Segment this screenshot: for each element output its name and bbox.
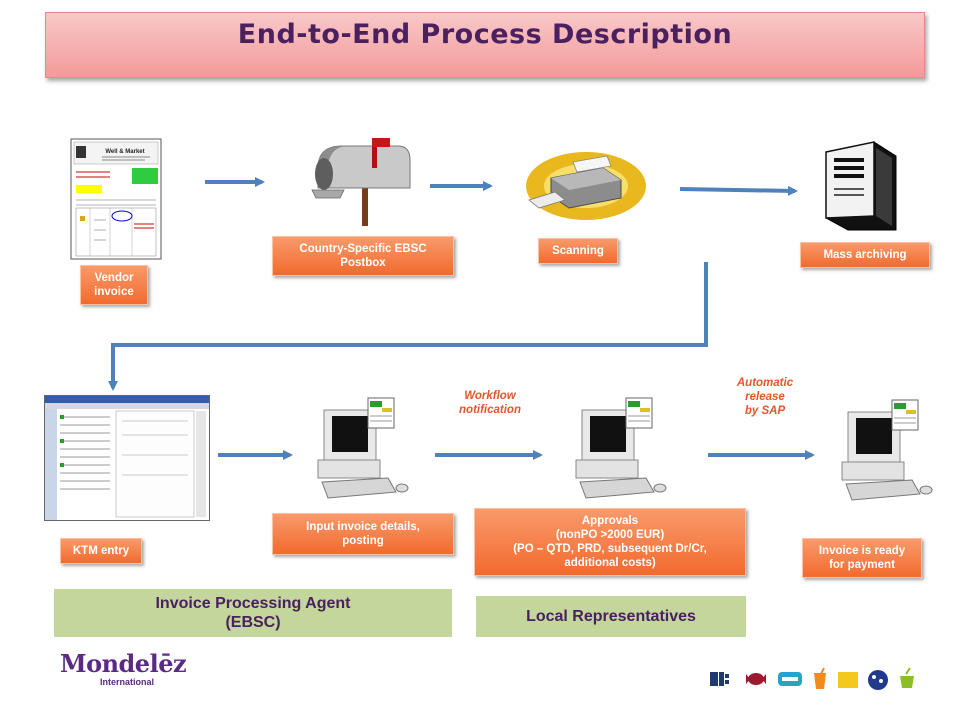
ktm-screen-image bbox=[44, 395, 210, 526]
cheese-icon bbox=[778, 672, 802, 686]
input-invoice-label: Input invoice details, posting bbox=[272, 513, 454, 555]
automatic-release-note: Automatic release by SAP bbox=[736, 377, 794, 417]
title-banner: End-to-End Process Description bbox=[45, 12, 925, 78]
biscuit-icon bbox=[710, 672, 729, 686]
computer-approvals-icon bbox=[575, 396, 672, 507]
scanner-icon bbox=[525, 150, 647, 227]
cup-icon bbox=[900, 667, 914, 688]
computer-payment-icon bbox=[841, 398, 938, 509]
workflow-notification-note: Workflow notification bbox=[459, 390, 521, 416]
vendor-invoice-document: Well & Market bbox=[70, 138, 162, 265]
arrow-scanning-to-archive bbox=[679, 185, 798, 196]
invoice-ready-label: Invoice is ready for payment bbox=[802, 538, 922, 578]
server-icon bbox=[820, 140, 902, 237]
mondelez-logo: Mondelēz International bbox=[60, 649, 187, 688]
scanning-label: Scanning bbox=[538, 238, 618, 264]
drink-icon bbox=[814, 667, 826, 689]
gum-icon bbox=[838, 672, 858, 688]
postbox-label: Country-Specific EBSC Postbox bbox=[272, 236, 454, 276]
document-heading: Well & Market bbox=[105, 149, 144, 155]
arrow-scanning-to-ktm bbox=[108, 262, 708, 391]
computer-input-icon bbox=[317, 396, 414, 507]
group-invoice-processing-agent: Invoice Processing Agent (EBSC) bbox=[54, 589, 452, 637]
candy-icon bbox=[746, 673, 766, 685]
mass-archiving-label: Mass archiving bbox=[800, 242, 930, 268]
group-local-representatives: Local Representatives bbox=[476, 596, 746, 637]
vendor-invoice-label: Vendor invoice bbox=[80, 265, 148, 305]
ktm-entry-label: KTM entry bbox=[60, 538, 142, 564]
brand-icons-row bbox=[706, 666, 926, 699]
mailbox-icon bbox=[310, 138, 420, 231]
page-title: End-to-End Process Description bbox=[237, 18, 733, 50]
coffee-pack-icon bbox=[868, 670, 888, 690]
approvals-label: Approvals (nonPO >2000 EUR) (PO – QTD, P… bbox=[474, 508, 746, 576]
